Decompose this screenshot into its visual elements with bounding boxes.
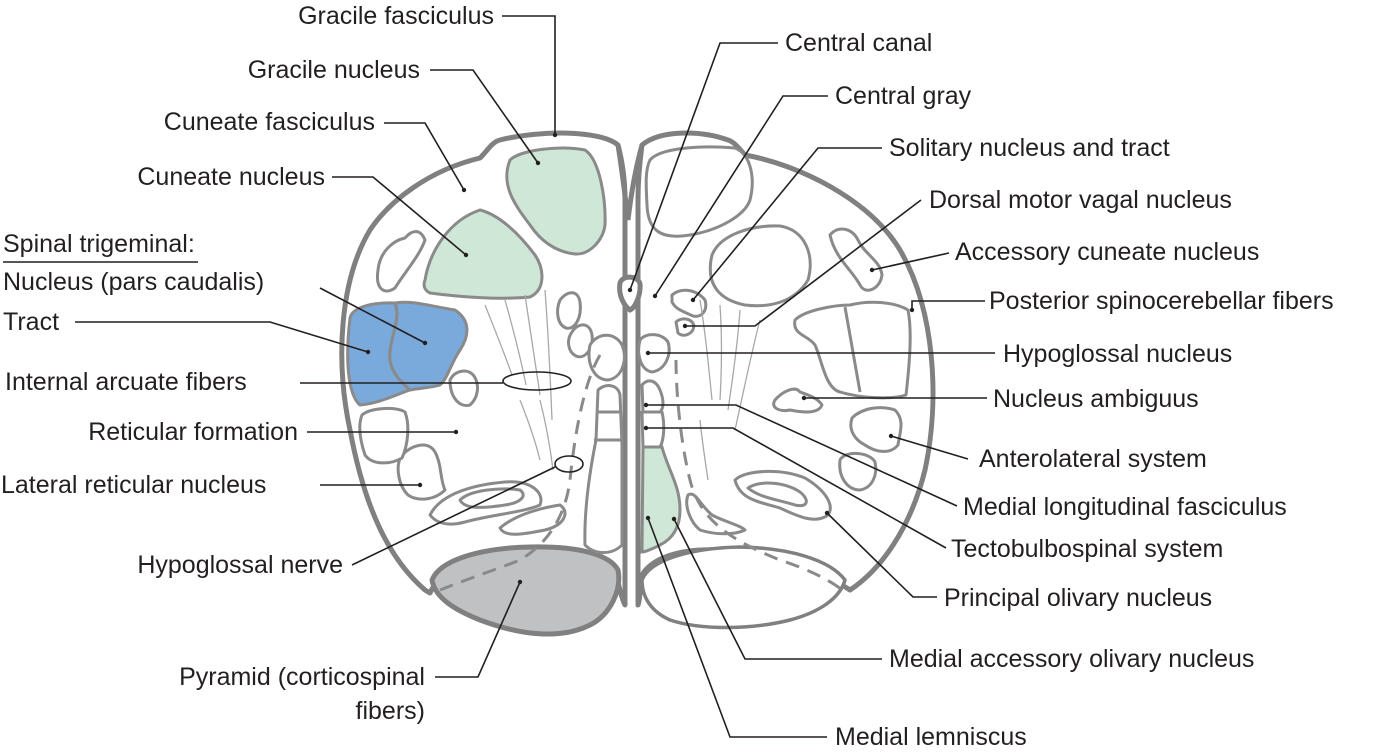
right-dashed-boundary	[674, 359, 846, 594]
label-principal-olivary: Principal olivary nucleus	[944, 584, 1212, 612]
cuneate-nucleus-shape	[422, 208, 544, 300]
right-block-divider	[843, 306, 862, 393]
left-nucleus-blob-3	[448, 369, 479, 408]
hypoglossal-nerve-loop	[554, 455, 584, 473]
leader-dorsal-motor-vagal	[685, 199, 922, 327]
right-cuneate-outline	[708, 224, 812, 308]
label-spinal-trigeminal-heading: Spinal trigeminal:	[3, 230, 195, 258]
left-nucleus-blob-1	[375, 230, 427, 293]
internal-arcuate-loop	[502, 371, 572, 391]
label-cuneate-nucleus: Cuneate nucleus	[137, 163, 325, 191]
leader-gracile-nucleus	[430, 69, 539, 164]
gracile-nucleus-shape	[505, 146, 607, 256]
leader-mlf	[646, 404, 958, 507]
leader-lines	[75, 15, 995, 738]
label-posterior-spinocerebellar: Posterior spinocerebellar fibers	[989, 287, 1334, 315]
label-internal-arcuate-fibers: Internal arcuate fibers	[5, 368, 247, 396]
pyramid-right	[640, 545, 847, 630]
label-medial-lemniscus: Medial lemniscus	[835, 723, 1027, 751]
label-hypoglossal-nucleus: Hypoglossal nucleus	[1003, 340, 1232, 368]
leader-accessory-cuneate	[871, 252, 950, 271]
label-medial-accessory-olivary: Medial accessory olivary nucleus	[889, 645, 1254, 673]
pyramid-left	[429, 544, 622, 637]
left-medial-oval-3	[587, 333, 626, 382]
leader-gracile-fasciculus	[502, 15, 556, 135]
label-central-canal: Central canal	[785, 29, 932, 57]
right-lower-blob	[838, 452, 878, 492]
label-reticular-formation: Reticular formation	[88, 418, 298, 446]
label-gracile-nucleus: Gracile nucleus	[248, 56, 420, 84]
label-pyramid-line2: fibers)	[356, 697, 425, 725]
central-canal-shape	[617, 274, 643, 313]
leader-posterior-spinocerebellar	[911, 300, 985, 310]
nucleus-ambiguus-shape	[772, 387, 824, 414]
right-gracile-outline	[644, 145, 754, 238]
dorsal-median-sulcus	[615, 144, 645, 221]
leader-central-gray	[654, 95, 828, 297]
leader-anterolateral	[890, 435, 969, 460]
label-nucleus-ambiguus: Nucleus ambiguus	[993, 385, 1199, 413]
leader-hypoglossal-nerve	[351, 466, 556, 566]
leader-tectobulbospinal	[646, 427, 947, 549]
leader-dots	[365, 132, 915, 585]
leader-central-canal	[629, 42, 778, 291]
left-medial-oval-1	[556, 291, 582, 330]
label-accessory-cuneate: Accessory cuneate nucleus	[955, 238, 1259, 266]
leader-medial-accessory-olivary	[673, 518, 882, 660]
label-dorsal-motor-vagal: Dorsal motor vagal nucleus	[929, 186, 1232, 214]
principal-olive-inner	[746, 481, 808, 508]
anterolateral-system-shape	[849, 406, 903, 453]
left-accessory-olive	[498, 503, 567, 536]
spinal-trigeminal-nucleus-shape	[388, 300, 469, 392]
left-medial-column	[583, 384, 624, 554]
leader-spinal-nucleus	[319, 287, 426, 344]
label-mlf: Medial longitudinal fasciculus	[963, 493, 1287, 521]
label-lateral-reticular-nucleus: Lateral reticular nucleus	[1, 471, 266, 499]
left-nucleus-blob-2	[358, 406, 410, 465]
leader-medial-lemniscus	[647, 517, 827, 738]
label-gracile-fasciculus: Gracile fasciculus	[298, 2, 494, 30]
internal-arcuate-fibers-strokes	[484, 289, 761, 481]
label-pyramid-line1: Pyramid (corticospinal	[179, 663, 425, 691]
label-hypoglossal-nerve: Hypoglossal nerve	[137, 551, 343, 579]
leader-pyramid	[435, 581, 521, 678]
label-anterolateral-system: Anterolateral system	[979, 445, 1207, 473]
label-cuneate-fasciculus: Cuneate fasciculus	[164, 108, 375, 136]
leader-tract	[75, 321, 369, 353]
leader-solitary	[692, 147, 882, 301]
accessory-cuneate-shape	[828, 227, 884, 292]
label-spinal-trigeminal-tract: Tract	[3, 308, 59, 336]
label-solitary: Solitary nucleus and tract	[889, 134, 1170, 162]
label-central-gray: Central gray	[835, 82, 972, 110]
label-spinal-trigeminal-nucleus: Nucleus (pars caudalis)	[3, 268, 264, 296]
leader-cuneate-fasciculus	[384, 122, 465, 191]
leader-principal-olivary	[826, 512, 937, 598]
label-tectobulbospinal: Tectobulbospinal system	[951, 535, 1223, 563]
leader-cuneate-nucleus	[332, 176, 467, 256]
left-dashed-boundary	[439, 354, 602, 592]
